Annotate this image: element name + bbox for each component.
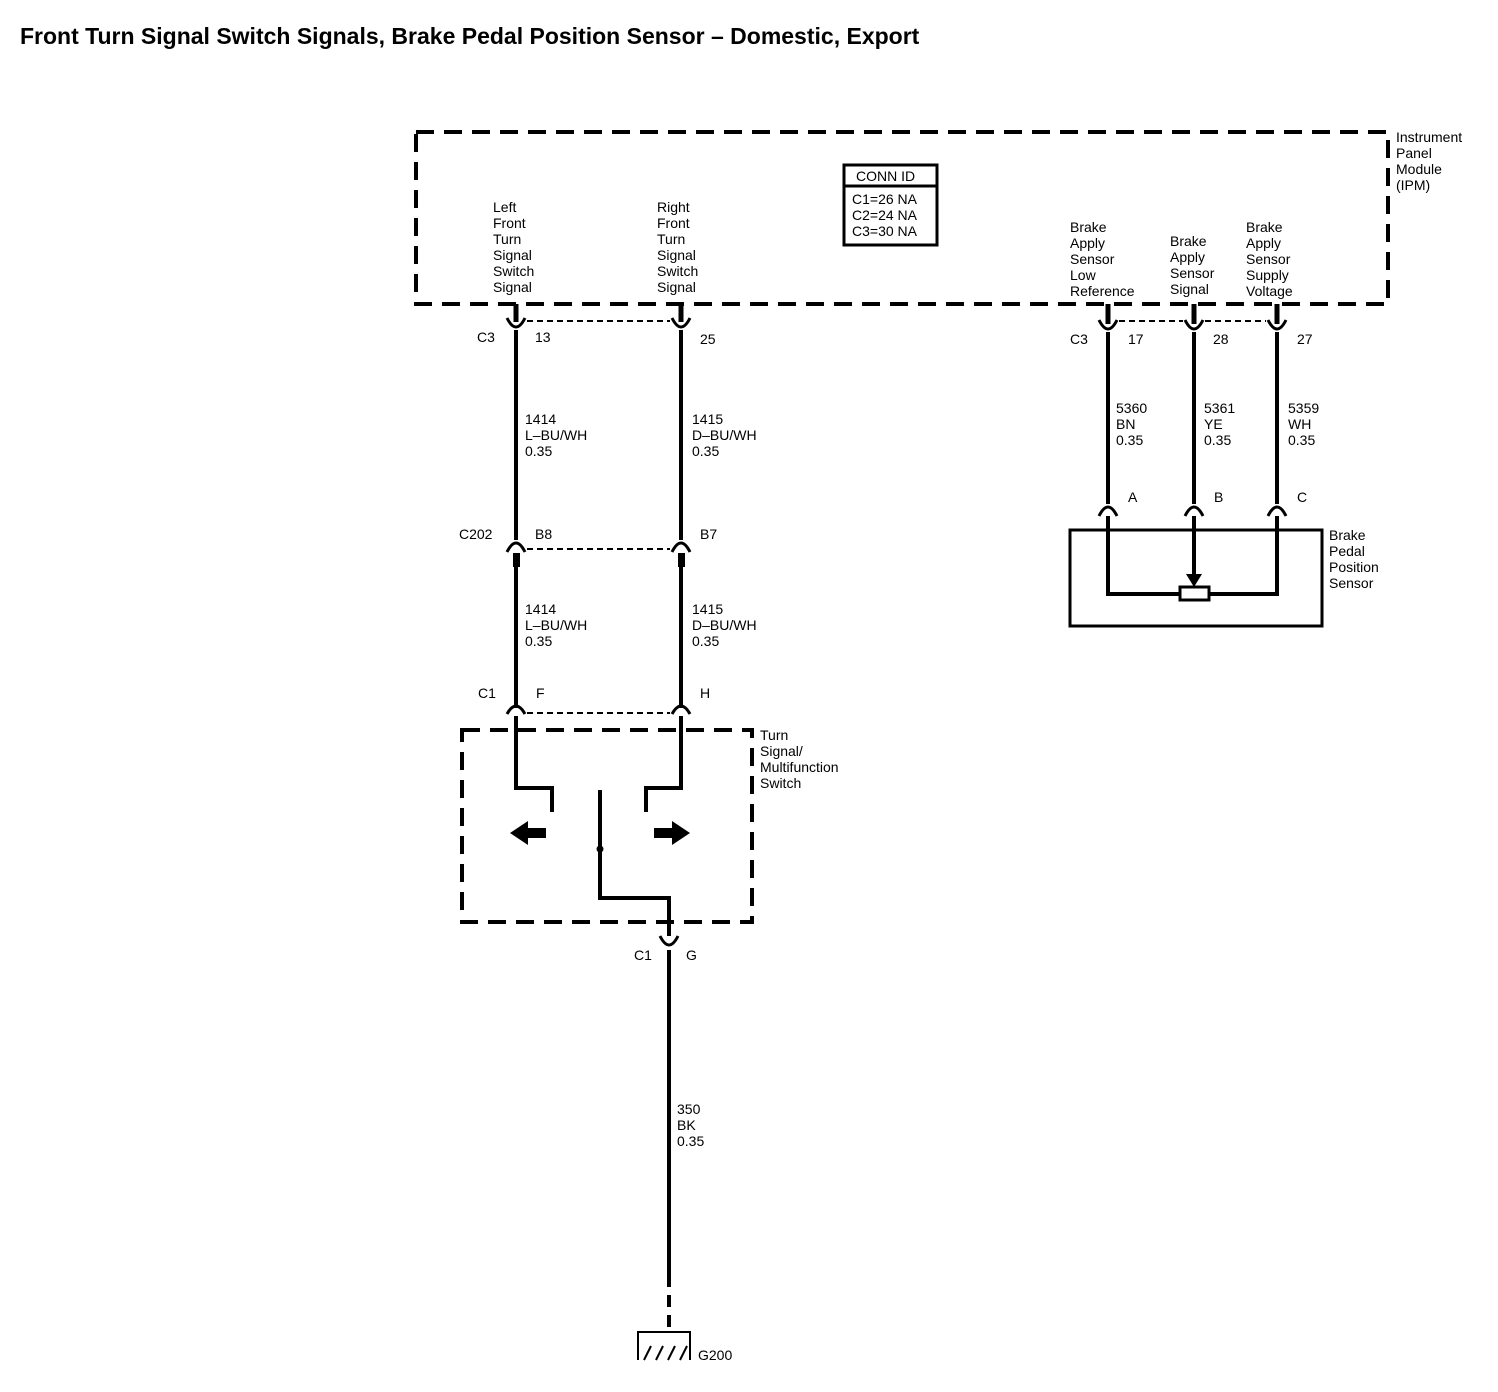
pin-label-low-reference: Brake Apply Sensor Low Reference xyxy=(1070,219,1135,299)
left-arrow-icon xyxy=(510,821,546,845)
connector-name: C1 xyxy=(634,947,652,963)
connector-name: C1 xyxy=(478,685,496,701)
wire-label-1414-lower: 1414 L–BU/WH 0.35 xyxy=(525,601,591,649)
connector-pin-symbol xyxy=(505,704,527,715)
connector-pin-symbol xyxy=(1183,505,1205,517)
resistor-icon xyxy=(1178,585,1211,602)
pin-number: 28 xyxy=(1213,331,1229,347)
conn-id-line: C1=26 NA xyxy=(852,191,918,207)
connector-c202: C202 B8 B7 xyxy=(459,526,717,567)
pin-number: 27 xyxy=(1297,331,1313,347)
ipm-name: Instrument Panel Module (IPM) xyxy=(1396,129,1466,193)
wire-label-5359: 5359 WH 0.35 xyxy=(1288,400,1323,448)
connector-name: C3 xyxy=(477,329,495,345)
wire-label-350: 350 BK 0.35 xyxy=(677,1101,704,1149)
pin-label-right-front-turn: Right Front Turn Signal Switch Signal xyxy=(657,199,702,295)
wire-label-1414-upper: 1414 L–BU/WH 0.35 xyxy=(525,411,591,459)
connector-ipm-c3-right: C3 17 28 27 xyxy=(1070,304,1313,347)
switch-name: Turn Signal/ Multifunction Switch xyxy=(760,727,842,791)
conn-id-line: C2=24 NA xyxy=(852,207,918,223)
ipm-box-outline xyxy=(414,130,1390,306)
connector-sensor: A B C xyxy=(1097,489,1307,517)
connector-pin-symbol xyxy=(670,317,692,329)
pin-number: B8 xyxy=(535,526,552,542)
connector-name: C202 xyxy=(459,526,493,542)
pin-number: A xyxy=(1128,489,1138,505)
connector-pin-symbol xyxy=(1183,319,1205,331)
switch-right-contact xyxy=(644,716,683,812)
connector-pin-symbol xyxy=(1097,319,1119,331)
sensor-name: Brake Pedal Position Sensor xyxy=(1329,527,1383,591)
ipm-module: Instrument Panel Module (IPM) CONN ID C1… xyxy=(414,129,1466,306)
pin-number: H xyxy=(700,685,710,701)
diagram-title: Front Turn Signal Switch Signals, Brake … xyxy=(20,23,920,49)
connector-pin-symbol xyxy=(1266,319,1288,331)
pin-label-left-front-turn: Left Front Turn Signal Switch Signal xyxy=(493,199,538,295)
pin-number: C xyxy=(1297,489,1307,505)
switch-common-lever xyxy=(598,790,671,936)
pin-label-supply-voltage: Brake Apply Sensor Supply Voltage xyxy=(1246,219,1294,299)
connector-pin-symbol xyxy=(505,317,527,329)
switch-left-contact xyxy=(514,716,554,812)
connector-name: C3 xyxy=(1070,331,1088,347)
pin-number: 25 xyxy=(700,331,716,347)
connector-pin-symbol xyxy=(1097,505,1119,517)
pin-number: B7 xyxy=(700,526,717,542)
connector-pin-symbol xyxy=(1266,505,1288,517)
pin-number: 17 xyxy=(1128,331,1144,347)
pin-label-sensor-signal: Brake Apply Sensor Signal xyxy=(1170,233,1218,297)
right-arrow-icon xyxy=(654,821,690,845)
brake-pedal-position-sensor: Brake Pedal Position Sensor xyxy=(1068,516,1383,628)
pin-number: F xyxy=(536,685,545,701)
connector-switch-c1-top: C1 F H xyxy=(478,685,710,715)
connector-pin-symbol xyxy=(670,704,692,715)
conn-id-line: C3=30 NA xyxy=(852,223,918,239)
connector-switch-c1-bottom: C1 G xyxy=(634,935,697,963)
switch-pivot-dot xyxy=(596,845,604,853)
pin-number: G xyxy=(686,947,697,963)
sensor-internal-wire xyxy=(1106,516,1180,596)
sensor-internal-wire xyxy=(1209,516,1279,596)
ground-label: G200 xyxy=(698,1347,732,1363)
ground-icon xyxy=(637,1331,691,1361)
switch-box-outline xyxy=(460,728,754,924)
conn-id-box: CONN ID C1=26 NA C2=24 NA C3=30 NA xyxy=(842,163,939,247)
wire-label-1415-upper: 1415 D–BU/WH 0.35 xyxy=(692,411,760,459)
connector-ipm-c3-left: C3 13 25 xyxy=(477,304,716,347)
pin-number: 13 xyxy=(535,329,551,345)
conn-id-header: CONN ID xyxy=(856,168,915,184)
connector-pin-symbol xyxy=(505,541,527,553)
wire-label-5360: 5360 BN 0.35 xyxy=(1116,400,1151,448)
connector-pin-symbol xyxy=(658,935,680,947)
wire-label-5361: 5361 YE 0.35 xyxy=(1204,400,1239,448)
wire-label-1415-lower: 1415 D–BU/WH 0.35 xyxy=(692,601,760,649)
turn-signal-multifunction-switch: Turn Signal/ Multifunction Switch xyxy=(460,716,842,936)
wiper-arrow-icon xyxy=(1186,574,1202,587)
connector-pin-symbol xyxy=(670,541,692,553)
pin-number: B xyxy=(1214,489,1223,505)
